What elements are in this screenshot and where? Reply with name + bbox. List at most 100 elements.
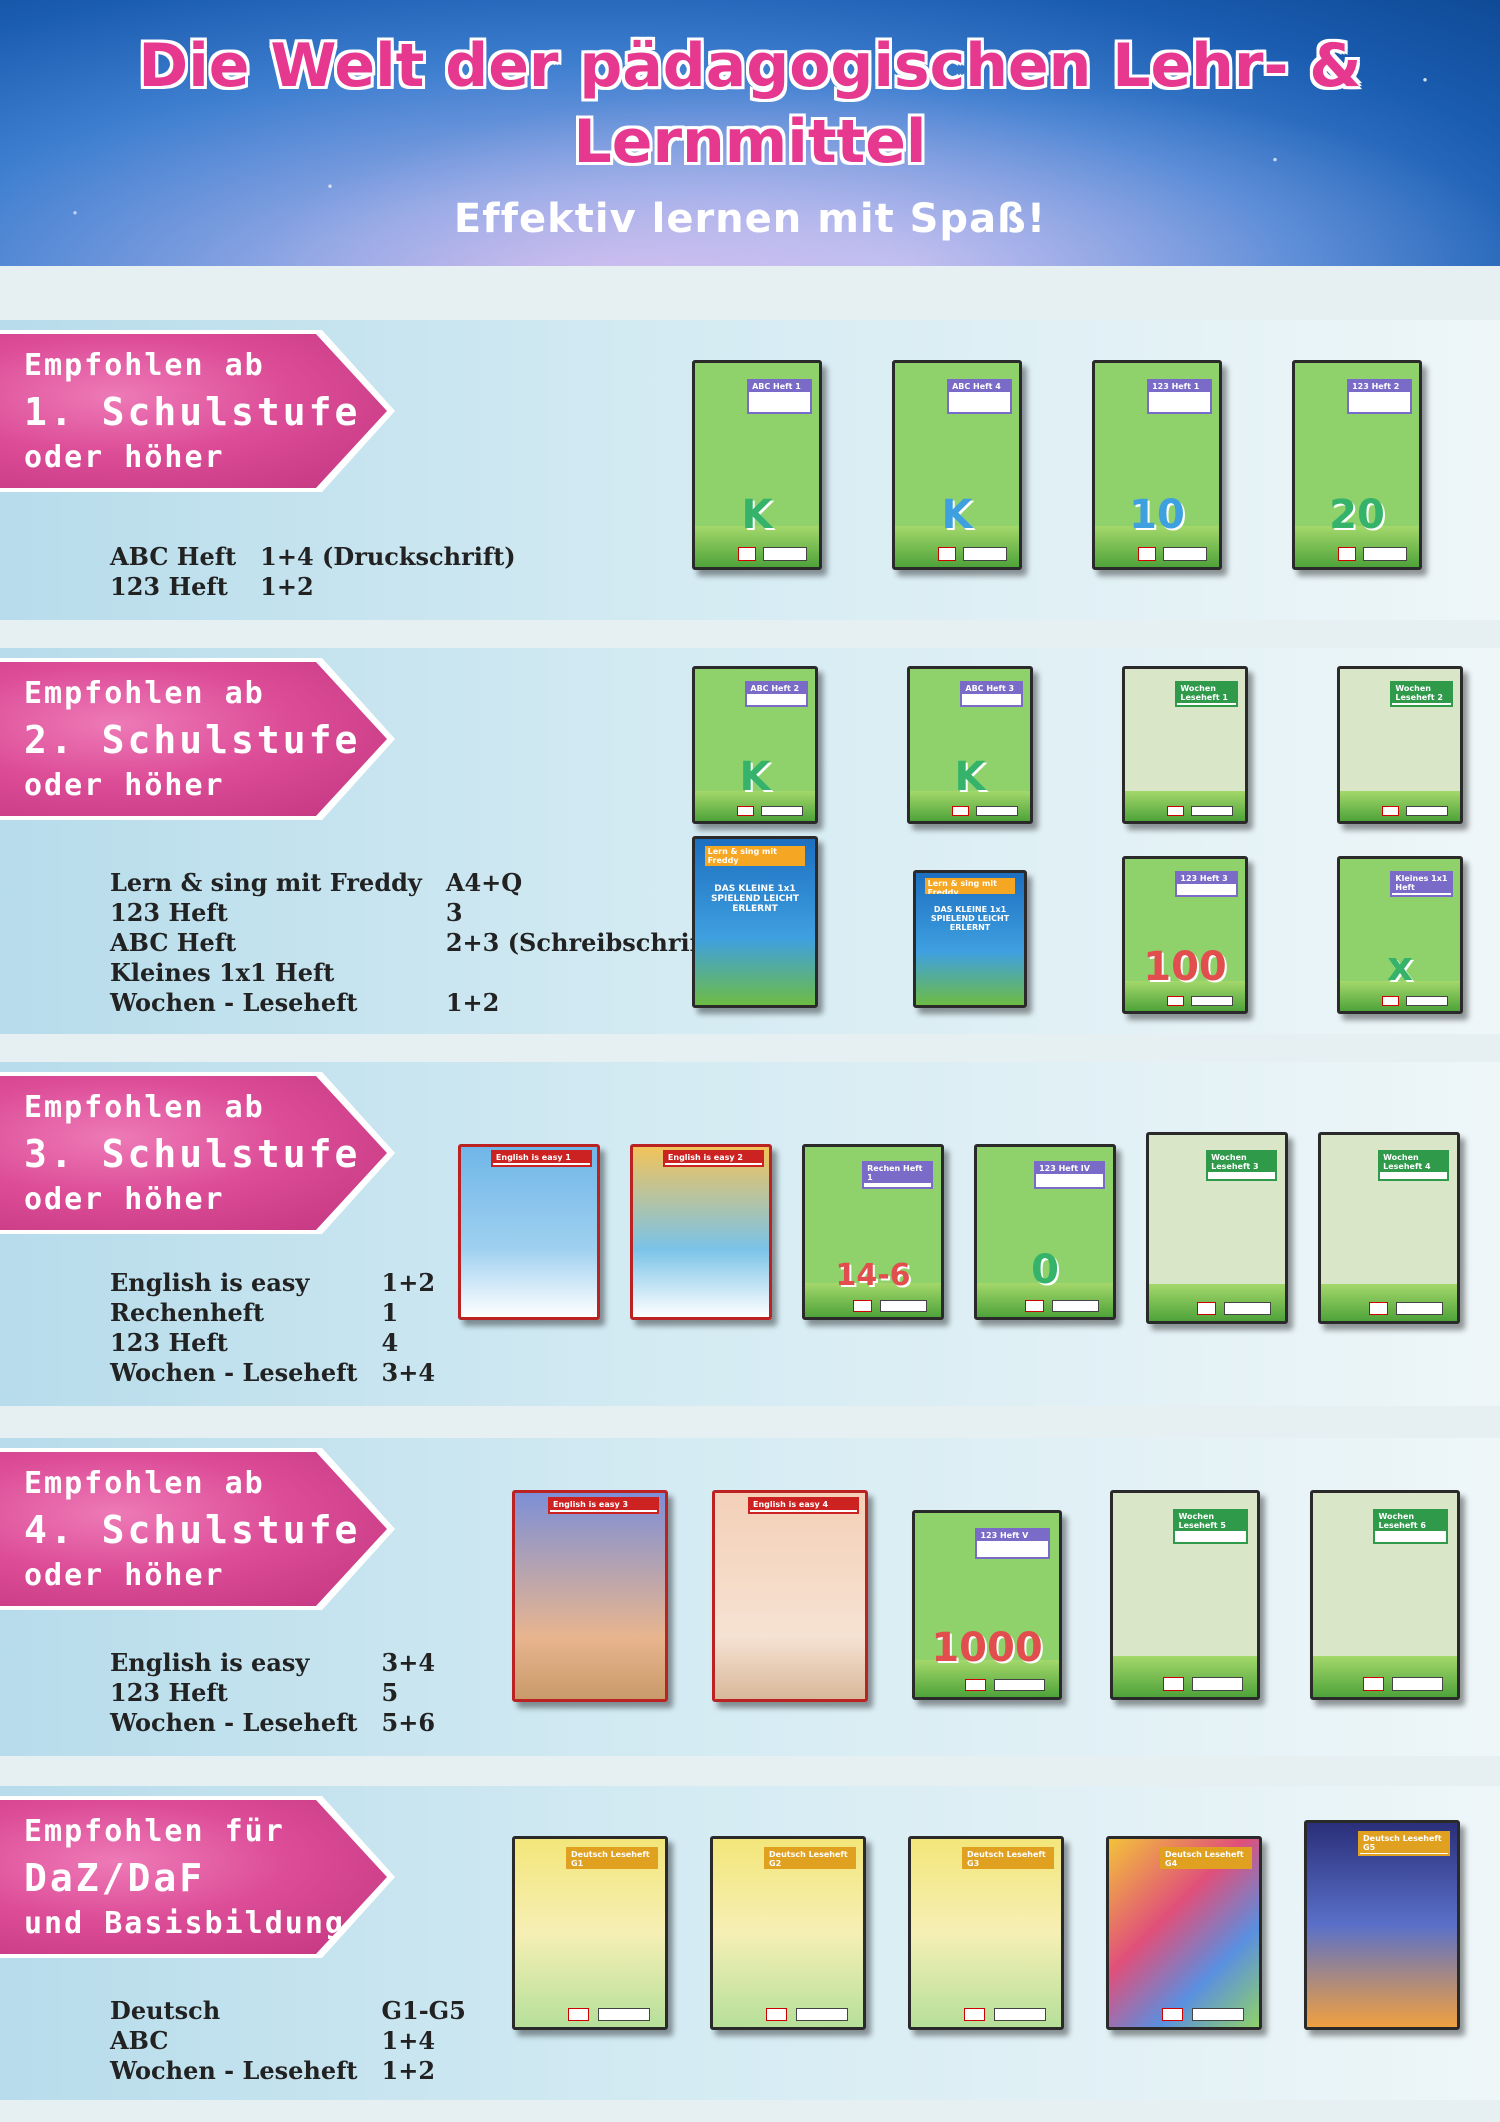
book-title: 123 Heft IV <box>1036 1162 1103 1174</box>
book-cover[interactable]: Deutsch Leseheft G1 <box>512 1836 668 2030</box>
item-name: Wochen - Leseheft <box>110 1358 358 1387</box>
book-art-text: K <box>739 753 771 800</box>
arrow-line3: oder höher <box>24 768 225 803</box>
book-title: Wochen Leseheft 3 <box>1208 1151 1275 1172</box>
grade-arrow: Empfohlen ab 1. Schulstufe oder höher <box>0 330 395 492</box>
book-title: English is easy 3 <box>550 1499 657 1511</box>
page-subtitle: Effektiv lernen mit Spaß! <box>453 196 1047 242</box>
book-cover[interactable]: Deutsch Leseheft G2 <box>710 1836 866 2030</box>
book-art-text: K <box>954 753 986 800</box>
book-title: English is easy 4 <box>750 1499 857 1511</box>
item-value: 4 <box>381 1328 399 1357</box>
item-name: ABC Heft <box>110 928 237 957</box>
arrow-line3: oder höher <box>24 1558 225 1593</box>
item-value: 1+4 <box>381 2026 436 2055</box>
item-value: A4+Q <box>445 868 523 897</box>
book-cover[interactable]: Deutsch Leseheft G5 <box>1304 1820 1460 2030</box>
book-cover[interactable]: Wochen Leseheft 4 <box>1318 1132 1460 1324</box>
book-title: English is easy 2 <box>664 1152 762 1164</box>
item-name: 123 Heft <box>110 572 228 601</box>
book-art-text: 0 <box>1031 1247 1059 1294</box>
book-cover[interactable]: English is easy 2 <box>630 1144 772 1320</box>
book-cover[interactable]: English is easy 3 <box>512 1490 668 1702</box>
book-cover[interactable]: Wochen Leseheft 3 <box>1146 1132 1288 1324</box>
item-name: ABC <box>110 2026 169 2055</box>
item-value: 3 <box>445 898 463 927</box>
book-title: Deutsch Leseheft G2 <box>766 1848 854 1868</box>
book-cover[interactable]: Deutsch Leseheft G4 <box>1106 1836 1262 2030</box>
arrow-line2: DaZ/DaF <box>24 1856 206 1900</box>
list-item: ABC 1+4 <box>110 2026 490 2056</box>
book-title: ABC Heft 2 <box>747 683 806 695</box>
item-name: Lern & sing mit Freddy <box>110 868 422 897</box>
arrow-line2: 3. Schulstufe <box>24 1132 361 1176</box>
book-cover[interactable]: 123 Heft IV 0 <box>974 1144 1116 1320</box>
grade-arrow: Empfohlen ab 4. Schulstufe oder höher <box>0 1448 395 1610</box>
list-item: 123 Heft 4 <box>110 1328 459 1358</box>
book-title: Deutsch Leseheft G3 <box>964 1848 1052 1868</box>
item-value: 1+2 <box>381 1268 436 1297</box>
book-cover[interactable]: Wochen Leseheft 5 <box>1110 1490 1260 1700</box>
list-item: Wochen - Leseheft 3+4 <box>110 1358 459 1388</box>
section-grade-1: Empfohlen ab 1. Schulstufe oder höher AB… <box>0 320 1500 620</box>
book-cover[interactable]: English is easy 1 <box>458 1144 600 1320</box>
book-cover[interactable]: Wochen Leseheft 1 <box>1122 666 1248 824</box>
book-title: Kleines 1x1 Heft <box>1392 873 1451 894</box>
arrow-line1: Empfohlen ab <box>24 1466 265 1501</box>
book-cover[interactable]: Wochen Leseheft 6 <box>1310 1490 1460 1700</box>
item-value: 3+4 <box>381 1358 436 1387</box>
section-grade-4: Empfohlen ab 4. Schulstufe oder höher En… <box>0 1438 1500 1756</box>
book-title: Wochen Leseheft 5 <box>1175 1511 1247 1532</box>
book-title: Wochen Leseheft 1 <box>1177 683 1236 704</box>
book-title: Wochen Leseheft 6 <box>1375 1511 1447 1532</box>
list-item: Kleines 1x1 Heft <box>110 958 746 988</box>
book-art-text: 14-6 <box>835 1258 911 1294</box>
header-banner: Die Welt der pädagogischen Lehr- & Lernm… <box>0 0 1500 266</box>
section-grade-3: Empfohlen ab 3. Schulstufe oder höher En… <box>0 1062 1500 1406</box>
book-title: Deutsch Leseheft G1 <box>568 1848 656 1868</box>
book-art-text: DAS KLEINE 1x1 SPIELEND LEICHT ERLERNT <box>710 883 800 914</box>
section-daz-daf: Empfohlen für DaZ/DaF und Basisbildung D… <box>0 1786 1500 2100</box>
arrow-line1: Empfohlen ab <box>24 1090 265 1125</box>
book-cover[interactable]: Deutsch Leseheft G3 <box>908 1836 1064 2030</box>
item-name: Kleines 1x1 Heft <box>110 958 335 987</box>
book-title: 123 Heft 1 <box>1149 381 1210 393</box>
item-value: 1+4 (Druckschrift) <box>260 542 516 571</box>
item-value: 3+4 <box>381 1648 436 1677</box>
book-title: Deutsch Leseheft G5 <box>1360 1833 1448 1854</box>
section-grade-2: Empfohlen ab 2. Schulstufe oder höher Le… <box>0 648 1500 1034</box>
book-cover[interactable]: ABC Heft 2 K <box>692 666 818 824</box>
arrow-line2: 1. Schulstufe <box>24 390 361 434</box>
book-cover[interactable]: Wochen Leseheft 2 <box>1337 666 1463 824</box>
item-name: Deutsch <box>110 1996 221 2025</box>
item-name: 123 Heft <box>110 1328 228 1357</box>
item-value: 1+2 <box>381 2056 436 2085</box>
book-art-text: K <box>741 492 773 539</box>
item-value: 1+2 <box>445 988 500 1017</box>
arrow-line3: und Basisbildung <box>24 1906 345 1941</box>
grade-arrow: Empfohlen ab 2. Schulstufe oder höher <box>0 658 395 820</box>
book-title: English is easy 1 <box>492 1152 590 1164</box>
book-cover[interactable]: English is easy 4 <box>712 1490 868 1702</box>
